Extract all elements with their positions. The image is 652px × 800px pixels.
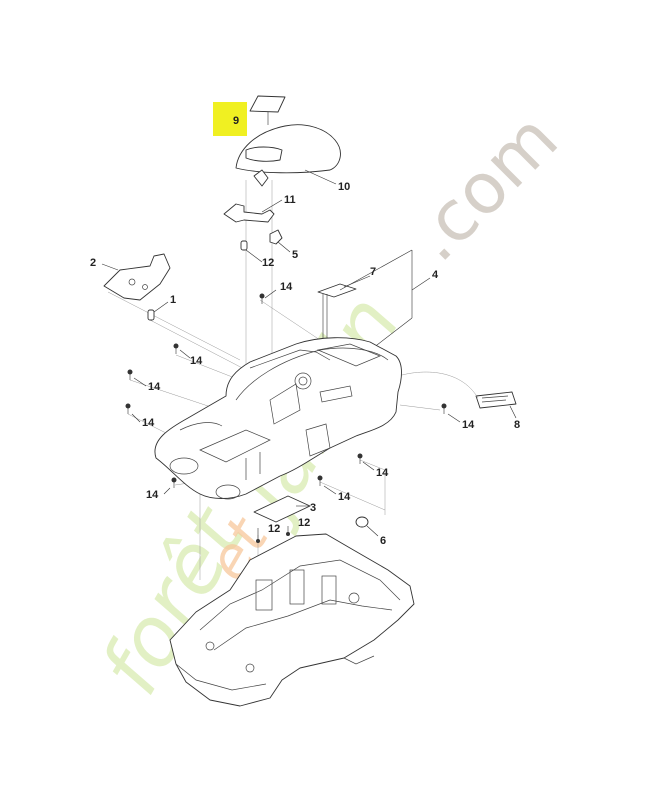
- part-1-spacer: [147, 301, 169, 321]
- callout-10: 10: [338, 181, 350, 193]
- callout-5: 5: [292, 249, 298, 261]
- callout-14-h: 14: [462, 419, 475, 431]
- callout-12-a: 12: [268, 523, 280, 535]
- callout-9-highlight: [213, 102, 247, 136]
- part-6-plug: [355, 516, 379, 537]
- callout-14-g: 14: [338, 491, 351, 503]
- lower-chassis: [169, 533, 415, 707]
- part-13-pin: [240, 240, 263, 263]
- callout-14-a: 14: [280, 281, 293, 293]
- part-14-screws: [125, 289, 461, 495]
- callout-13: 12: [262, 257, 274, 269]
- part-5-clip: [269, 229, 291, 253]
- callout-14-f: 14: [376, 467, 389, 479]
- callout-8: 8: [514, 419, 520, 431]
- part-8-label: [390, 371, 517, 419]
- callout-9: 9: [233, 115, 239, 127]
- callout-14-b: 14: [190, 355, 203, 367]
- callout-7: 7: [370, 266, 376, 278]
- callout-6: 6: [380, 535, 386, 547]
- callout-12-b: 12: [298, 517, 310, 529]
- part-9-sticker: [249, 95, 286, 113]
- part-3-gasket: [253, 495, 311, 523]
- callout-11: 11: [284, 194, 296, 206]
- callout-labels: 9 10 11 5 12 2 1 7 4 14 14 14 14 14 14 1…: [90, 115, 520, 547]
- upper-housing: [154, 337, 402, 500]
- callout-14-c: 14: [148, 381, 161, 393]
- callout-2: 2: [90, 257, 96, 269]
- part-11-bracket: [223, 199, 283, 223]
- callout-4: 4: [432, 269, 439, 281]
- callout-1: 1: [170, 294, 176, 306]
- part-10-cover: [235, 124, 341, 187]
- callout-14-e: 14: [146, 489, 159, 501]
- part-2-plate: [101, 253, 171, 301]
- part-12-screws: [256, 526, 290, 543]
- callout-14-d: 14: [142, 417, 155, 429]
- watermark-text-grey: .com: [394, 98, 573, 277]
- callout-3: 3: [310, 502, 316, 514]
